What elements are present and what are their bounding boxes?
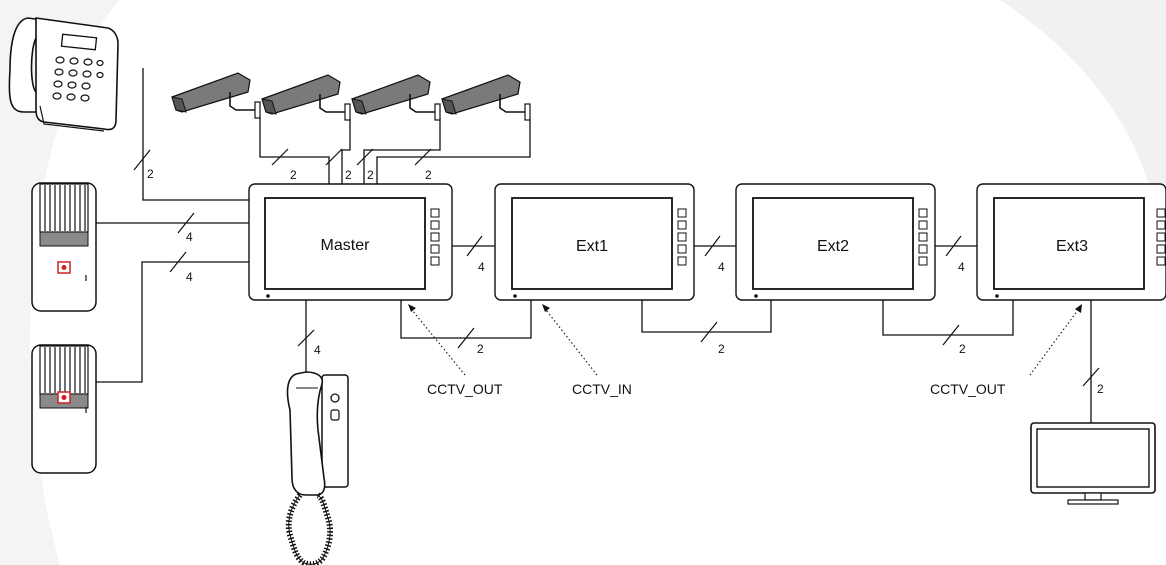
label-cctv-in-ext1: CCTV_IN [572, 381, 632, 397]
monitor-ext1-title: Ext1 [576, 238, 608, 255]
count-handset: 4 [314, 343, 321, 357]
count-master-ext1: 4 [478, 260, 485, 274]
monitor-ext2-buttons [918, 208, 928, 266]
count-door1: 4 [186, 230, 193, 244]
count-tv: 2 [1097, 382, 1104, 396]
monitor-ext3: Ext3 [976, 183, 1166, 301]
background-shape-right [1000, 0, 1166, 300]
telephone-icon [8, 17, 119, 132]
camera-icon-1 [171, 72, 261, 119]
label-cctv-out-ext3: CCTV_OUT [930, 381, 1006, 397]
camera-icon-4 [441, 74, 531, 121]
count-cam1: 2 [290, 168, 297, 182]
monitor-ext3-buttons [1156, 208, 1166, 266]
background-shape-left [0, 0, 120, 565]
label-cctv-out-master: CCTV_OUT [427, 381, 503, 397]
count-ext2-ext3: 4 [958, 260, 965, 274]
count-cam4: 2 [425, 168, 432, 182]
monitor-ext3-title: Ext3 [1056, 238, 1088, 255]
count-door2: 4 [186, 270, 193, 284]
wire-count-labels: 2 2 2 2 2 4 4 4 4 4 4 2 2 2 2 [147, 167, 1104, 396]
monitor-master: Master [248, 183, 453, 301]
count-cam2: 2 [345, 168, 352, 182]
count-cctv-2: 2 [718, 342, 725, 356]
wire-count-slashes [133, 148, 1100, 387]
monitor-ext2-title: Ext2 [817, 238, 849, 255]
cctv-arrows [408, 304, 1082, 376]
count-cctv-1: 2 [477, 342, 484, 356]
monitor-ext1-buttons [677, 208, 687, 266]
monitor-ext2: Ext2 [735, 183, 936, 301]
door-station-icon-2 [31, 344, 97, 474]
camera-icon-3 [351, 74, 441, 121]
count-cctv-3: 2 [959, 342, 966, 356]
count-cam3: 2 [367, 168, 374, 182]
monitor-master-buttons [430, 208, 440, 266]
door-station-icon-1 [31, 182, 97, 312]
monitor-ext1: Ext1 [494, 183, 695, 301]
monitor-master-title: Master [321, 237, 371, 254]
tv-monitor-icon [1030, 422, 1156, 505]
count-phone: 2 [147, 167, 154, 181]
handset-icon [285, 371, 349, 565]
camera-icon-2 [261, 74, 351, 121]
count-ext1-ext2: 4 [718, 260, 725, 274]
